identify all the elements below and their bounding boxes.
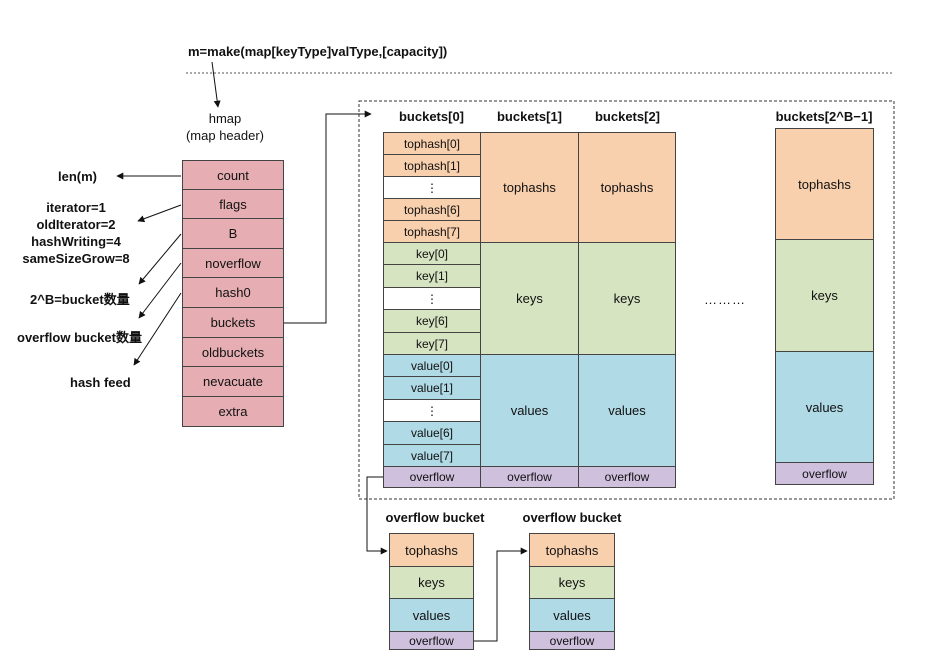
hmap-field-noverflow: noverflow xyxy=(182,248,284,278)
overflow-bucket-2-tophashs: tophashs xyxy=(529,533,615,567)
hash0-to-feed-arrow xyxy=(133,292,182,366)
bucket-1-values: values xyxy=(480,354,579,467)
flags-value-1: iterator=1 xyxy=(46,200,106,215)
flags-to-values-arrow xyxy=(137,204,182,223)
buckets-ellipsis: ……… xyxy=(704,292,746,307)
overflow-bucket-1-overflow: overflow xyxy=(389,631,474,650)
bucket-0-key-1: key[1] xyxy=(383,264,481,288)
noverflow-to-count-arrow xyxy=(138,262,182,319)
hmap-field-count: count xyxy=(182,160,284,190)
bucket-2-tophashs: tophashs xyxy=(578,132,676,243)
overflow-bucket-2-overflow: overflow xyxy=(529,631,615,650)
bucket-1-tophashs: tophashs xyxy=(480,132,579,243)
bucket-0-key-ellipsis: ⋮ xyxy=(383,287,481,310)
overflow-bucket-2-keys: keys xyxy=(529,566,615,599)
bucket-0-value-6: value[6] xyxy=(383,421,481,445)
bucket-last-tophashs: tophashs xyxy=(775,128,874,240)
b-to-count-arrow xyxy=(138,233,182,285)
bucket-last-overflow: overflow xyxy=(775,462,874,485)
bucket-1-header: buckets[1] xyxy=(496,109,563,124)
hmap-field-oldbuckets: oldbuckets xyxy=(182,337,284,367)
bucket-0-value-ellipsis: ⋮ xyxy=(383,399,481,422)
hash-feed-label: hash feed xyxy=(70,375,131,390)
bucket-last-values: values xyxy=(775,351,874,463)
hmap-subtitle: (map header) xyxy=(185,128,265,143)
overflow-bucket-2-title: overflow bucket xyxy=(522,510,622,525)
bucket-0-tophash-0: tophash[0] xyxy=(383,132,481,155)
overflow-bucket-1-keys: keys xyxy=(389,566,474,599)
bucket-1-keys: keys xyxy=(480,242,579,355)
overflow-bucket-2-values: values xyxy=(529,598,615,632)
len-label: len(m) xyxy=(58,169,97,184)
make-expression: m=make(map[keyType]valType,[capacity]) xyxy=(188,44,448,59)
bucket-0-header: buckets[0] xyxy=(398,109,465,124)
hmap-field-extra: extra xyxy=(182,396,284,427)
bucket-0-value-7: value[7] xyxy=(383,444,481,467)
bucket-0-overflow: overflow xyxy=(383,466,481,488)
buckets-pointer-arrow xyxy=(284,110,372,324)
hmap-field-b: B xyxy=(182,218,284,249)
bucket-0-tophash-7: tophash[7] xyxy=(383,220,481,243)
bucket-0-key-6: key[6] xyxy=(383,309,481,333)
bucket-0-value-0: value[0] xyxy=(383,354,481,377)
bucket-count-label: 2^B=bucket数量 xyxy=(30,292,130,307)
overflow-pointer-arrow-1 xyxy=(366,476,388,555)
overflow-bucket-1-tophashs: tophashs xyxy=(389,533,474,567)
hmap-field-nevacuate: nevacuate xyxy=(182,366,284,397)
flags-value-2: oldIterator=2 xyxy=(36,217,116,232)
overflow-bucket-1-values: values xyxy=(389,598,474,632)
bucket-last-header: buckets[2^B−1] xyxy=(775,109,873,124)
buckets-array-container xyxy=(358,100,895,500)
bucket-2-values: values xyxy=(578,354,676,467)
bucket-0-tophash-6: tophash[6] xyxy=(383,198,481,221)
bucket-2-keys: keys xyxy=(578,242,676,355)
make-to-hmap-arrow xyxy=(211,61,221,108)
flags-value-4: sameSizeGrow=8 xyxy=(22,251,130,266)
bucket-last-keys: keys xyxy=(775,239,874,352)
bucket-0-value-1: value[1] xyxy=(383,376,481,400)
bucket-2-overflow: overflow xyxy=(578,466,676,488)
flags-value-3: hashWriting=4 xyxy=(31,234,121,249)
overflow-bucket-1-title: overflow bucket xyxy=(385,510,485,525)
overflow-count-label: overflow bucket数量 xyxy=(17,330,142,345)
bucket-0-tophash-1: tophash[1] xyxy=(383,154,481,177)
overflow-pointer-arrow-2 xyxy=(473,547,528,642)
hmap-field-hash0: hash0 xyxy=(182,277,284,308)
bucket-0-tophash-ellipsis: ⋮ xyxy=(383,176,481,199)
hmap-field-buckets: buckets xyxy=(182,307,284,338)
bucket-0-key-0: key[0] xyxy=(383,242,481,265)
bucket-1-overflow: overflow xyxy=(480,466,579,488)
hmap-title: hmap xyxy=(208,111,242,126)
bucket-0-key-7: key[7] xyxy=(383,332,481,355)
hmap-field-flags: flags xyxy=(182,189,284,219)
bucket-2-header: buckets[2] xyxy=(594,109,661,124)
